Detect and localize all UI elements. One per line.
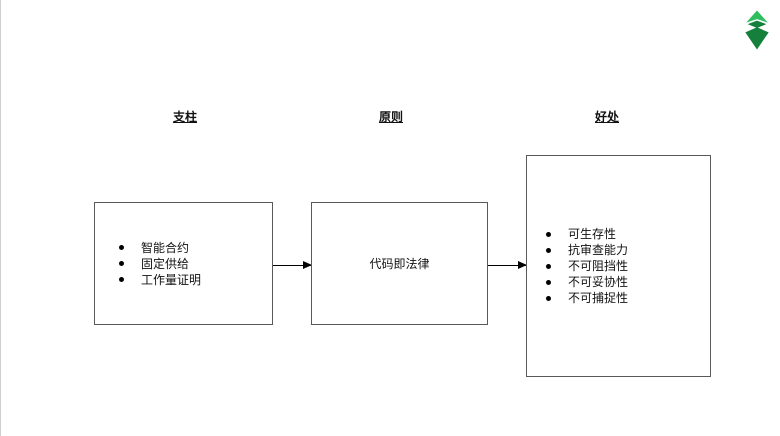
column-header-principles: 原则 (378, 110, 404, 124)
box-benefits: 可生存性 抗审查能力 不可阻挡性 不可妥协性 不可捕捉性 (526, 155, 711, 377)
list-item: 智能合约 (119, 240, 201, 256)
arrow-right-icon (273, 260, 312, 269)
bullet-icon (119, 277, 124, 282)
column-header-benefits: 好处 (594, 110, 620, 124)
list-item-label: 智能合约 (141, 240, 190, 255)
list-item: 工作量证明 (119, 272, 201, 288)
column-header-pillars: 支柱 (172, 110, 198, 124)
box-pillars: 智能合约 固定供给 工作量证明 (94, 202, 273, 325)
list-item-label: 不可妥协性 (568, 275, 629, 289)
list-item-label: 固定供给 (141, 256, 190, 271)
principle-label: 代码即法律 (369, 257, 430, 271)
list-item-label: 可生存性 (568, 227, 617, 241)
bullet-icon (546, 247, 551, 253)
list-item: 不可阻挡性 (546, 258, 628, 274)
bullet-icon (546, 231, 551, 237)
box-principles: 代码即法律 (311, 202, 488, 325)
bullet-icon (546, 279, 551, 285)
pillars-bullet-list: 智能合约 固定供给 工作量证明 (95, 240, 201, 288)
ethereum-classic-logo-icon (745, 10, 769, 50)
arrow-right-icon (488, 260, 527, 269)
list-item: 抗审查能力 (546, 242, 628, 258)
list-item: 不可捕捉性 (546, 290, 628, 306)
list-item-label: 不可捕捉性 (568, 291, 629, 305)
list-item-label: 工作量证明 (141, 272, 202, 287)
list-item-label: 不可阻挡性 (568, 259, 629, 273)
list-item: 可生存性 (546, 226, 628, 242)
list-item: 固定供给 (119, 256, 201, 272)
list-item-label: 抗审查能力 (568, 243, 629, 257)
benefits-bullet-list: 可生存性 抗审查能力 不可阻挡性 不可妥协性 不可捕捉性 (527, 226, 628, 306)
bullet-icon (119, 261, 124, 266)
list-item: 不可妥协性 (546, 274, 628, 290)
bullet-icon (119, 245, 124, 250)
bullet-icon (546, 263, 551, 269)
bullet-icon (546, 295, 551, 301)
